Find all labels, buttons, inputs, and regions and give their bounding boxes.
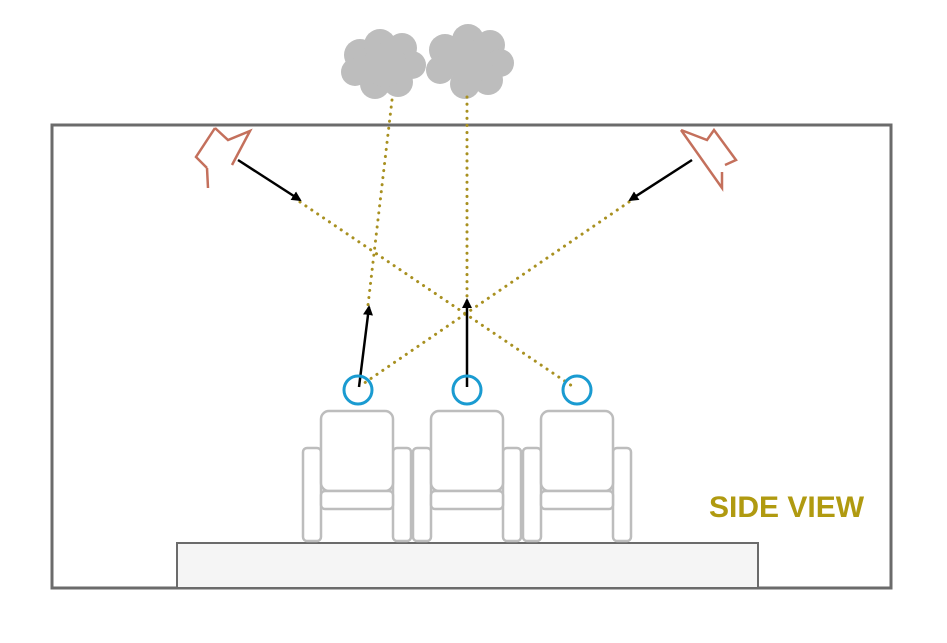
seat-icon [521,409,633,543]
view-label: SIDE VIEW [709,491,865,524]
listener-head-icon [342,374,593,406]
cloud-diffuser-icon [426,24,514,99]
arrow-icon [357,305,373,388]
arrow-icon [237,158,302,202]
riser-platform [176,542,759,589]
cloud-diffuser-icon [341,29,426,99]
speaker-icon [194,127,253,189]
direction-arrows [237,158,693,388]
seat-icon [411,409,523,543]
arrow-icon [628,158,693,202]
sound-rays [298,95,631,388]
room-outline [50,123,893,590]
seat-icon [301,409,413,543]
speaker-icon [679,127,738,192]
